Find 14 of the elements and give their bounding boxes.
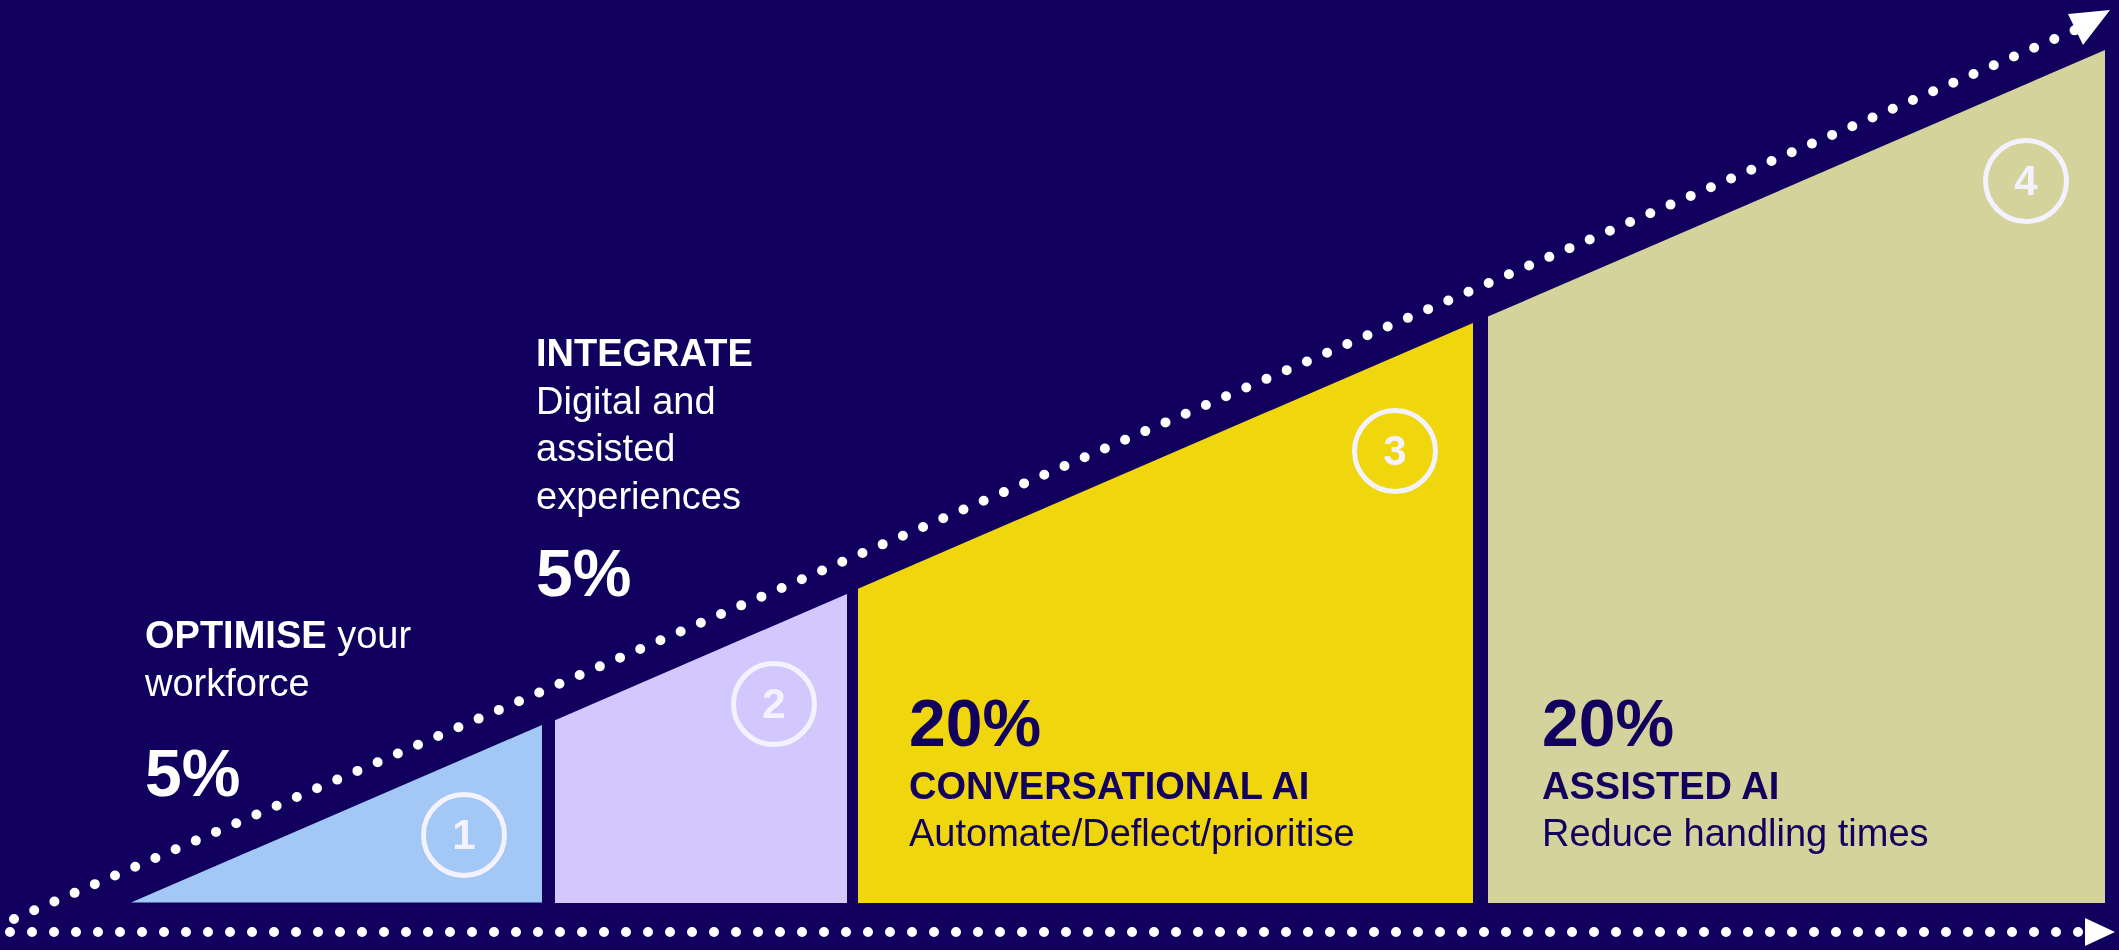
step-number: 4: [1983, 138, 2069, 224]
percentage-value: 5%: [536, 540, 633, 606]
step-number: 3: [1352, 408, 1438, 494]
percentage-value: 20%: [909, 690, 1043, 756]
step-segment: [131, 725, 542, 903]
step-segment: [1488, 50, 2105, 903]
step-description: ASSISTED AI Reduce handling times: [1542, 764, 1930, 857]
step-segment: [858, 323, 1473, 903]
percentage-value: 5%: [145, 740, 242, 806]
step-description: OPTIMISE your workforce: [145, 613, 413, 706]
step-description: CONVERSATIONAL AI Automate/Deflect/prioritise: [909, 764, 1356, 857]
step-number: 1: [421, 792, 507, 878]
step-description: INTEGRATE Digital and assisted experiences: [536, 331, 754, 519]
percentage-value: 20%: [1542, 690, 1676, 756]
